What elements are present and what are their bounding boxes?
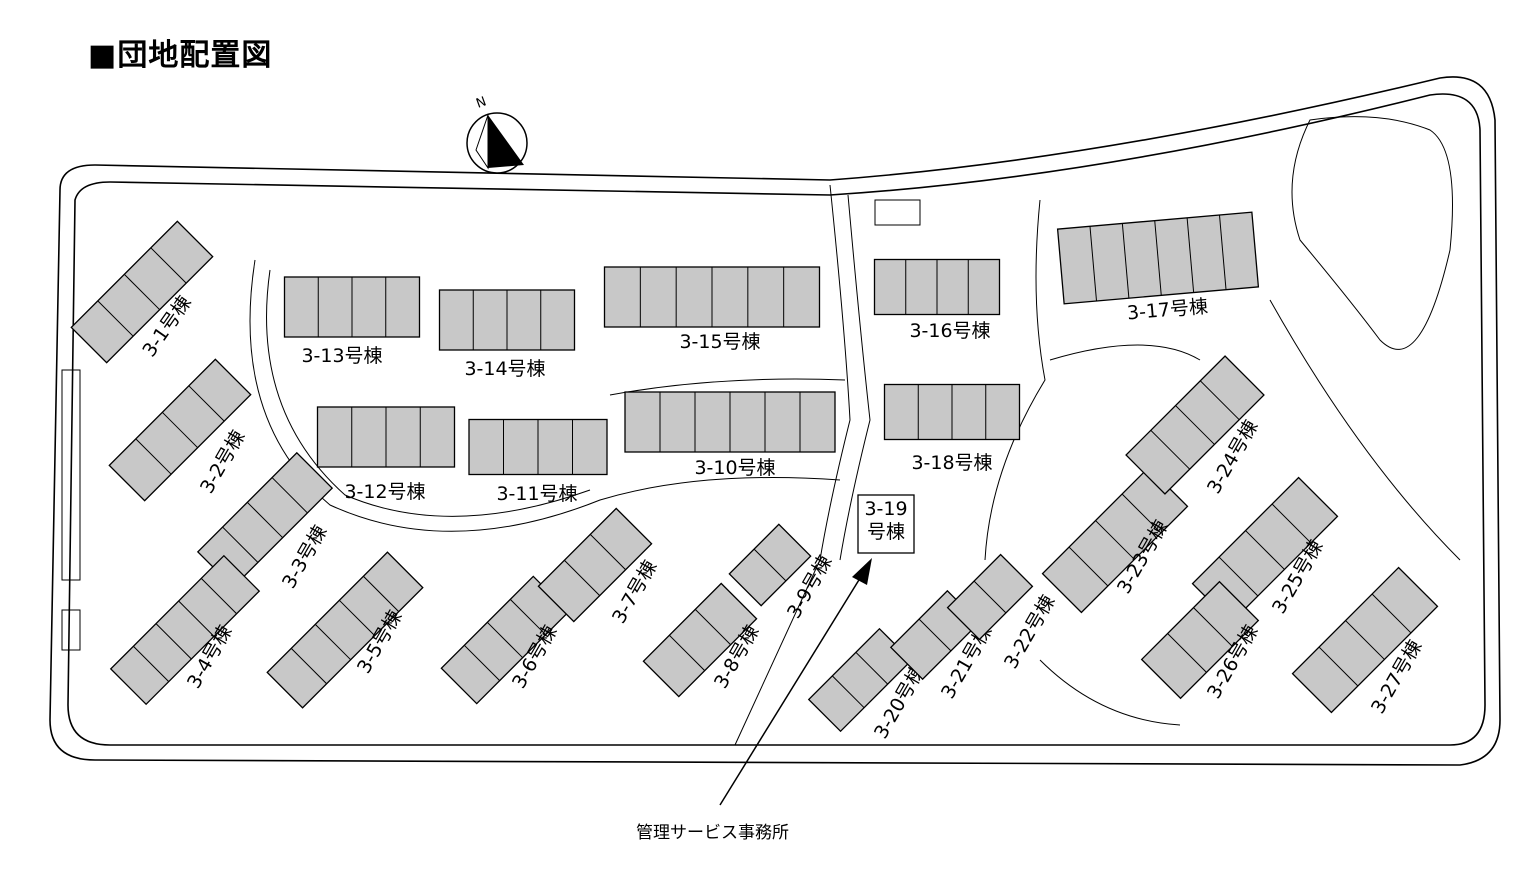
unit-divider	[973, 580, 1007, 614]
unit-divider	[1121, 493, 1162, 534]
compass-north-label: N	[474, 94, 488, 111]
building-label: 3-13号棟	[301, 345, 382, 367]
north-arrow-icon	[488, 115, 524, 168]
unit-divider	[1218, 556, 1259, 597]
building-3-12[interactable]: 3-12号棟	[316, 406, 456, 503]
building-footprint	[537, 507, 653, 623]
unit-divider	[1318, 646, 1359, 687]
building-3-10[interactable]: 3-10号棟	[624, 391, 836, 479]
unit-divider	[97, 300, 134, 337]
building-3-19-suffix: 号棟	[867, 521, 905, 543]
office-leader-line	[719, 574, 863, 806]
unit-divider	[1186, 217, 1195, 293]
unit-divider	[589, 534, 626, 571]
building-3-8[interactable]: 3-8号棟	[642, 582, 764, 698]
unit-divider	[222, 526, 259, 563]
unit-divider	[1218, 214, 1227, 290]
unit-divider	[1154, 220, 1162, 296]
unit-divider	[918, 618, 952, 652]
building-3-18[interactable]: 3-18号棟	[883, 383, 1021, 475]
compass: N	[466, 94, 528, 174]
building-label: 3-14号棟	[464, 358, 545, 380]
building-3-19[interactable]: 3-19 号棟	[857, 494, 915, 554]
building-3-14[interactable]: 3-14号棟	[438, 289, 576, 380]
unit-divider	[1345, 620, 1385, 660]
unit-divider	[1095, 520, 1135, 560]
unit-divider	[564, 559, 601, 596]
unit-divider	[1175, 405, 1215, 445]
unit-divider	[161, 411, 199, 449]
unit-divider	[831, 675, 865, 709]
building-3-16[interactable]: 3-16号棟	[873, 258, 1001, 343]
building-3-19-number: 3-19	[864, 498, 907, 520]
building-3-13[interactable]: 3-13号棟	[283, 276, 421, 367]
building-3-15[interactable]: 3-15号棟	[603, 266, 821, 353]
unit-divider	[290, 648, 327, 685]
unit-divider	[1193, 607, 1233, 647]
unit-divider	[753, 548, 787, 582]
unit-divider	[178, 600, 215, 637]
unit-divider	[271, 477, 308, 514]
unit-divider	[486, 621, 524, 659]
unit-divider	[200, 578, 237, 615]
unit-divider	[135, 438, 172, 475]
office-pointer	[719, 558, 872, 806]
building-footprint	[1140, 580, 1260, 700]
unit-divider	[1167, 633, 1207, 673]
building-footprint	[266, 551, 424, 709]
building-3-5[interactable]: 3-5号棟	[266, 551, 424, 709]
unit-divider	[150, 247, 187, 284]
building-3-2[interactable]: 3-2号棟	[108, 358, 252, 502]
building-label: 3-15号棟	[679, 331, 760, 353]
unit-divider	[155, 623, 192, 660]
unit-divider	[1199, 380, 1240, 421]
unit-divider	[338, 599, 376, 637]
unit-divider	[694, 609, 731, 646]
unit-divider	[314, 623, 352, 661]
unit-divider	[1150, 429, 1191, 470]
unit-divider	[1089, 226, 1098, 302]
unit-divider	[669, 634, 706, 671]
building-label: 3-12号棟	[344, 481, 425, 503]
building-3-11[interactable]: 3-11号棟	[468, 418, 608, 506]
building-label: 3-16号棟	[909, 320, 990, 342]
building-footprint	[642, 582, 758, 698]
unit-divider	[1121, 223, 1130, 299]
unit-divider	[1068, 546, 1109, 587]
unit-divider	[1371, 593, 1412, 634]
unit-divider	[246, 501, 284, 539]
building-label: 3-10号棟	[694, 457, 775, 479]
building-label: 3-17号棟	[1126, 296, 1209, 325]
map-title: ■団地配置図	[88, 38, 273, 73]
management-office-label: 管理サービス事務所	[636, 823, 789, 843]
building-3-17[interactable]: 3-17号棟	[1056, 211, 1260, 325]
building-3-4[interactable]: 3-4号棟	[109, 554, 261, 706]
building-footprint	[109, 554, 261, 706]
unit-divider	[463, 644, 501, 682]
unit-divider	[509, 598, 547, 636]
building-3-24[interactable]: 3-24号棟	[1125, 355, 1265, 498]
arrow-head-icon	[852, 558, 872, 585]
building-3-27[interactable]: 3-27号棟	[1291, 566, 1439, 718]
roads	[49, 76, 1501, 766]
unit-divider	[1271, 503, 1312, 544]
unit-divider	[188, 385, 225, 422]
unit-divider	[123, 273, 161, 311]
unit-divider	[1245, 530, 1285, 570]
building-3-1[interactable]: 3-1号棟	[70, 220, 214, 364]
unit-divider	[855, 651, 889, 685]
building-label: 3-11号棟	[496, 483, 577, 505]
unit-divider	[363, 575, 400, 612]
building-label: 3-18号棟	[911, 452, 992, 474]
unit-divider	[133, 645, 170, 682]
